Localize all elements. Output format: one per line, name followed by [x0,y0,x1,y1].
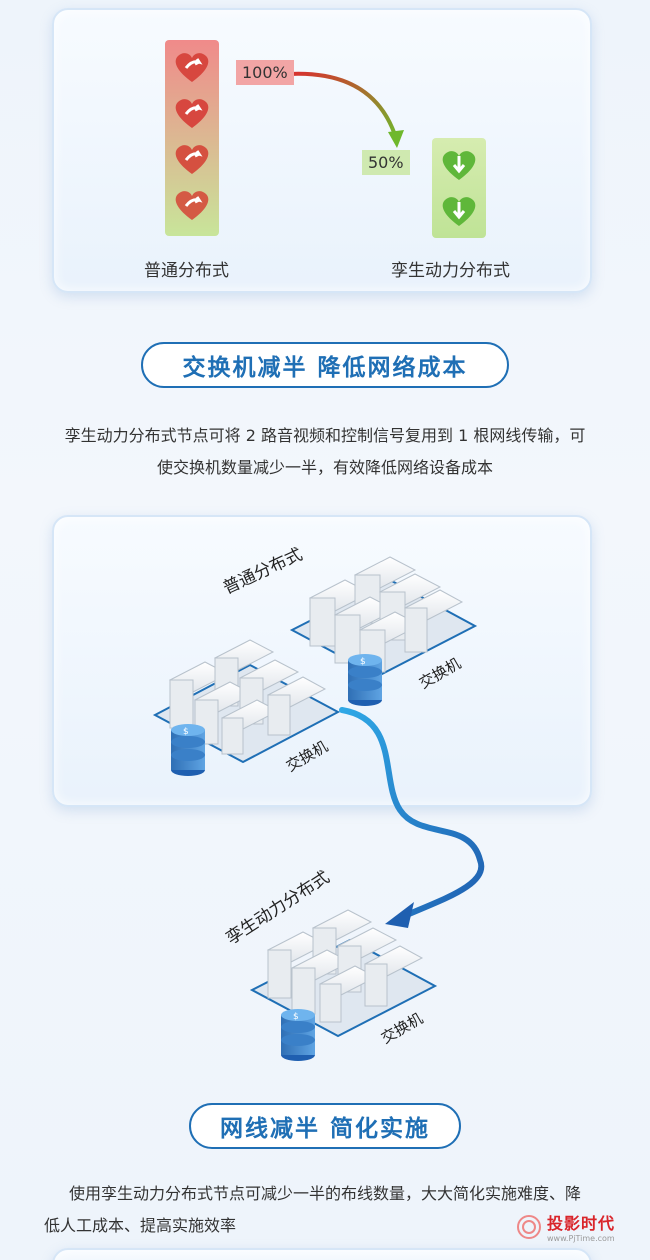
svg-text:$: $ [183,727,189,737]
reduction-arrow [288,71,398,139]
section-title-cable-halving: 网线减半 简化实施 [189,1103,461,1149]
red-heart-icon [175,99,209,128]
watermark: 投影时代 www.PjTime.com [515,1210,615,1243]
server-cluster-bottom: $ [249,909,438,1061]
comparison-card: 100% 50% 普通分布式 孪生动力分布式 [52,8,592,293]
cable-arrow-icon [385,902,414,928]
switch-stack-icon: $ [348,654,382,706]
section-desc-cable-halving: 使用孪生动力分布式节点可减少一半的布线数量，大大简化实施难度、降 低人工成本、提… [30,1178,620,1242]
switch-stack-icon: $ [171,724,205,776]
section-title-switch-halving: 交换机减半 降低网络成本 [141,342,509,388]
green-leaf-icon [442,151,476,180]
switch-stack-icon: $ [281,1009,315,1061]
desc-line: 孪生动力分布式节点可将 2 路音视频和控制信号复用到 1 根网线传输，可 [64,426,586,445]
network-cable [339,707,485,921]
normal-column [165,40,219,236]
desc-line: 低人工成本、提高实施效率 [44,1216,237,1235]
server-cluster-left: $ [152,639,341,776]
normal-distributed-label: 普通分布式 [144,261,229,281]
server-cluster-top-right: $ [289,556,478,706]
comparison-graphic [165,40,486,238]
desc-line: 使用孪生动力分布式节点可减少一半的布线数量，大大简化实施难度、降 [68,1184,581,1203]
red-heart-icon [175,191,209,220]
red-heart-icon [175,53,209,82]
network-diagram-card [52,515,592,807]
green-leaf-icon [442,197,476,226]
svg-text:$: $ [293,1012,299,1022]
watermark-text: 投影时代 [547,1214,616,1233]
svg-text:$: $ [360,657,366,667]
watermark-logo-icon [517,1214,541,1239]
network-diagram: $ $ [152,556,485,1061]
section-desc-switch-halving: 孪生动力分布式节点可将 2 路音视频和控制信号复用到 1 根网线传输，可 使交换… [30,420,620,484]
desc-line: 使交换机数量减少一半，有效降低网络设备成本 [156,458,493,477]
twin-distributed-label: 孪生动力分布式 [391,261,510,281]
watermark-url: www.PjTime.com [547,1234,615,1243]
tag-50-percent: 50% [362,150,410,175]
next-card [52,1248,592,1260]
tag-100-percent: 100% [236,60,294,85]
red-heart-icon [175,145,209,174]
